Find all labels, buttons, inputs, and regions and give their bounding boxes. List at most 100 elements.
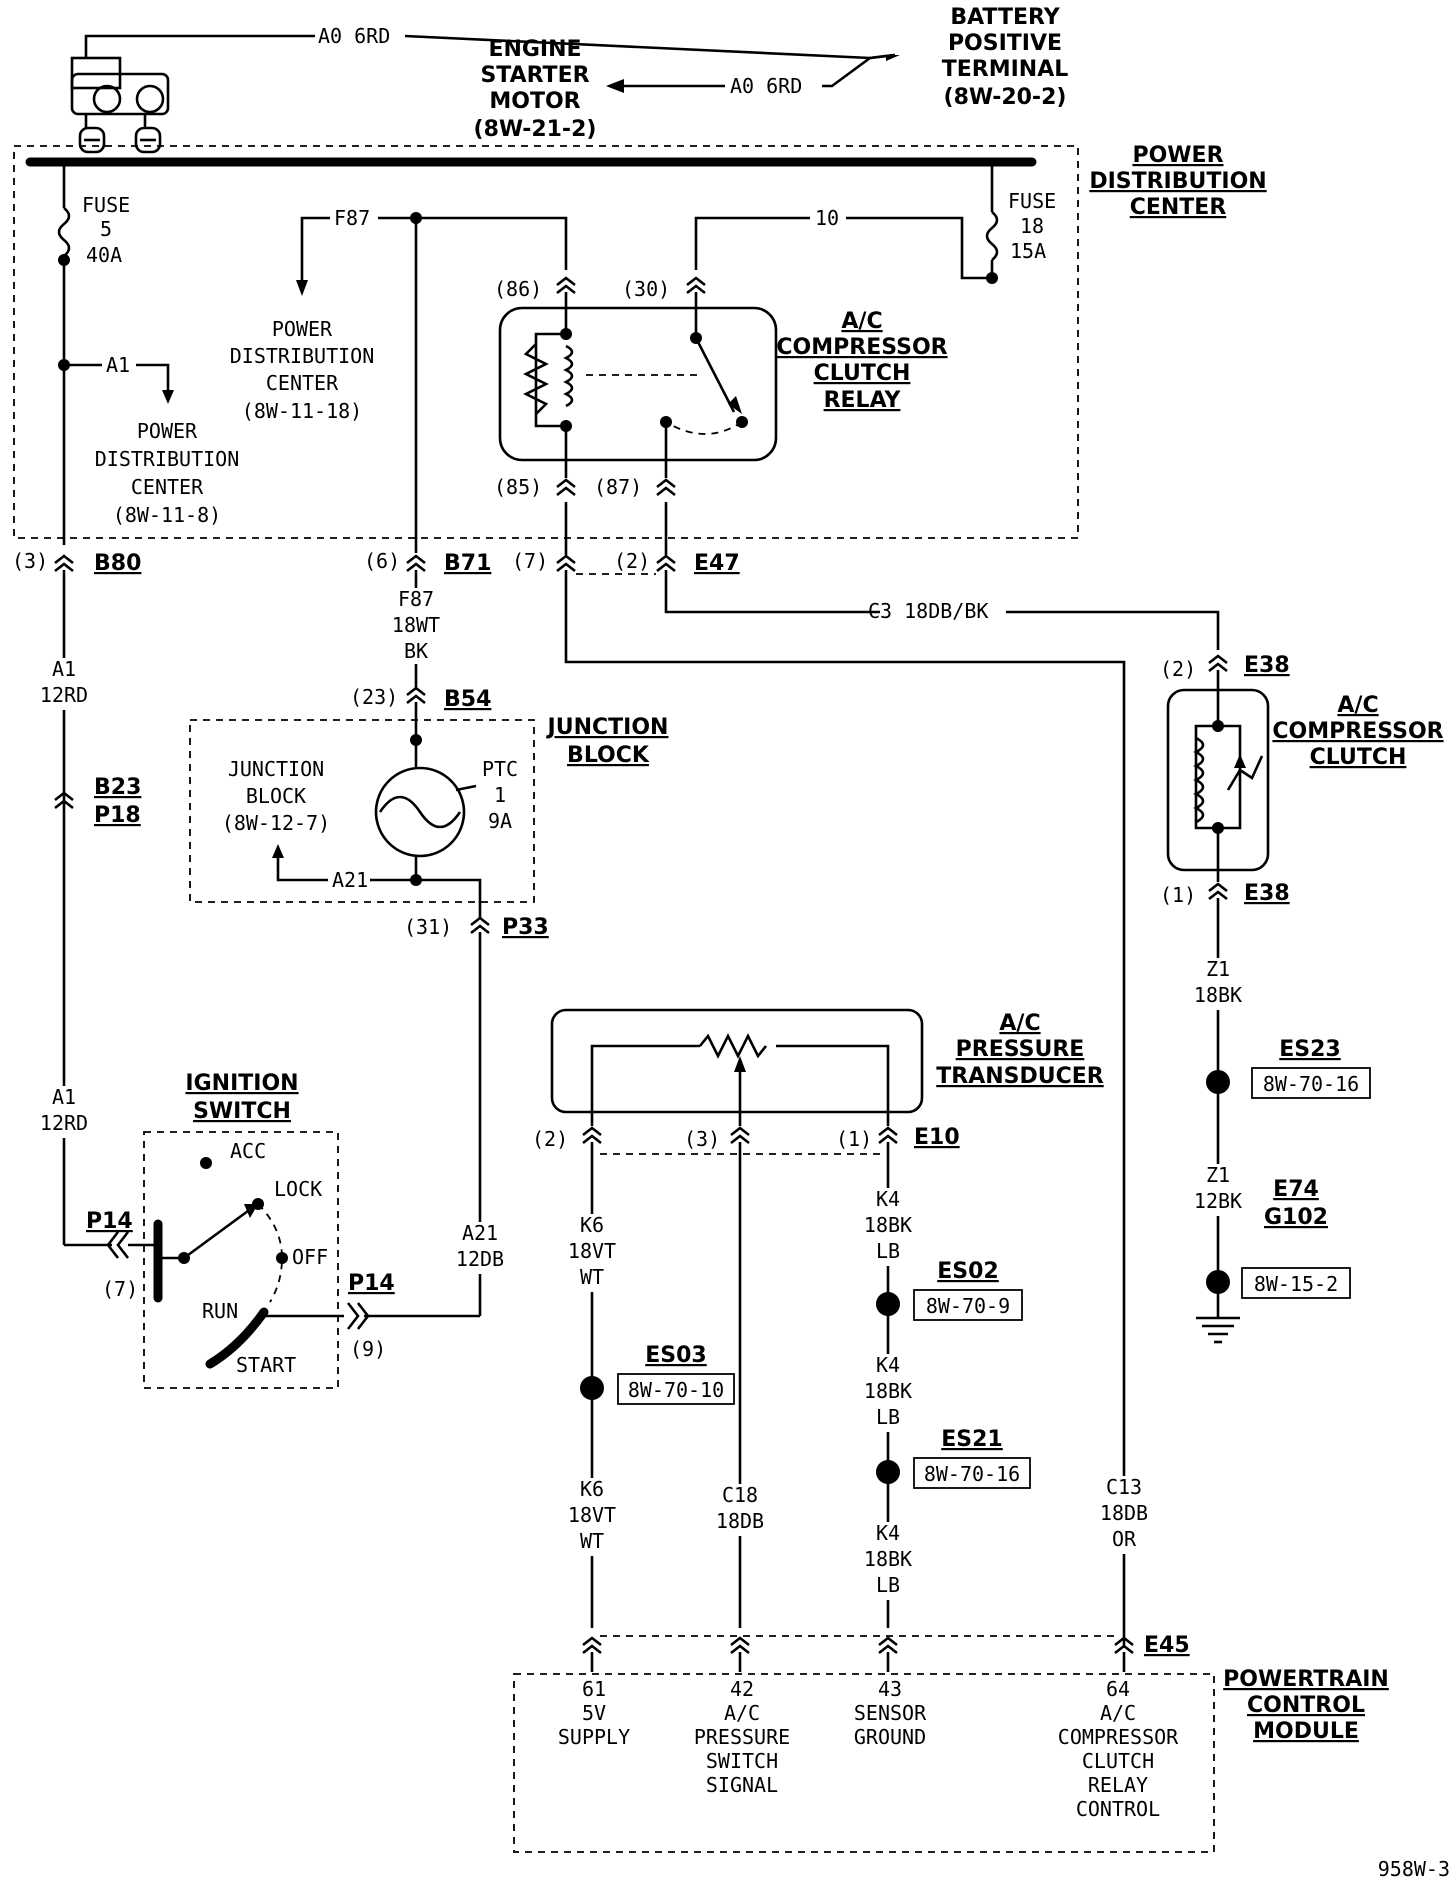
svg-text:G102: G102 bbox=[1264, 1205, 1328, 1230]
svg-text:18BK: 18BK bbox=[1194, 983, 1242, 1007]
svg-text:A/C: A/C bbox=[1337, 693, 1378, 718]
ignition-start-label: START bbox=[236, 1353, 296, 1377]
svg-text:64: 64 bbox=[1106, 1677, 1130, 1701]
connector-b71 bbox=[405, 554, 427, 573]
ac-compressor-clutch-relay bbox=[498, 306, 778, 462]
svg-text:A/C: A/C bbox=[724, 1701, 760, 1725]
svg-text:CONTROL: CONTROL bbox=[1247, 1693, 1365, 1718]
svg-text:TRANSDUCER: TRANSDUCER bbox=[936, 1064, 1104, 1089]
ignition-acc-label: ACC bbox=[230, 1139, 266, 1163]
svg-text:P33: P33 bbox=[502, 915, 549, 940]
svg-text:LB: LB bbox=[876, 1239, 900, 1263]
svg-text:F87: F87 bbox=[398, 587, 434, 611]
svg-text:A/C: A/C bbox=[999, 1011, 1040, 1036]
svg-text:18: 18 bbox=[1020, 214, 1044, 238]
svg-text:E38: E38 bbox=[1244, 881, 1290, 906]
svg-text:(2): (2) bbox=[532, 1127, 568, 1151]
svg-text:Z1: Z1 bbox=[1206, 1163, 1230, 1187]
svg-text:RELAY: RELAY bbox=[1088, 1773, 1148, 1797]
svg-text:(3): (3) bbox=[12, 549, 48, 573]
svg-text:CLUTCH: CLUTCH bbox=[814, 361, 911, 386]
svg-text:(1): (1) bbox=[1160, 883, 1196, 907]
svg-text:DISTRIBUTION: DISTRIBUTION bbox=[230, 344, 375, 368]
svg-text:BLOCK: BLOCK bbox=[567, 743, 650, 768]
svg-text:BK: BK bbox=[404, 639, 428, 663]
svg-text:LB: LB bbox=[876, 1573, 900, 1597]
svg-text:OR: OR bbox=[1112, 1527, 1137, 1551]
connector-p14-right: P14 bbox=[348, 1271, 395, 1296]
svg-text:18VT: 18VT bbox=[568, 1239, 616, 1263]
ignition-lock-label: LOCK bbox=[274, 1177, 322, 1201]
svg-text:(85): (85) bbox=[494, 475, 542, 499]
svg-text:JUNCTION: JUNCTION bbox=[546, 715, 669, 740]
svg-text:ES23: ES23 bbox=[1279, 1037, 1341, 1062]
svg-text:(8W-12-7): (8W-12-7) bbox=[222, 811, 330, 835]
svg-text:61: 61 bbox=[582, 1677, 606, 1701]
wire-10-label: 10 bbox=[815, 206, 839, 230]
splice-es02 bbox=[876, 1292, 900, 1316]
svg-text:(7): (7) bbox=[102, 1277, 138, 1301]
svg-text:SWITCH: SWITCH bbox=[193, 1099, 291, 1124]
svg-text:(8W-20-2): (8W-20-2) bbox=[944, 85, 1067, 110]
wire-c3 bbox=[664, 570, 880, 614]
svg-text:C3 18DB/BK: C3 18DB/BK bbox=[868, 599, 988, 623]
pdc-ref-a-label: POWER DISTRIBUTION CENTER (8W-11-18) bbox=[230, 317, 375, 423]
wire-a0-upper bbox=[84, 34, 315, 58]
svg-text:ES03: ES03 bbox=[645, 1343, 707, 1368]
svg-text:A1: A1 bbox=[52, 1085, 76, 1109]
svg-text:12DB: 12DB bbox=[456, 1247, 504, 1271]
svg-text:C18: C18 bbox=[722, 1483, 758, 1507]
engine-starter-label: ENGINE STARTER MOTOR (8W-21-2) bbox=[474, 37, 597, 142]
svg-text:E47: E47 bbox=[694, 551, 740, 576]
svg-text:12BK: 12BK bbox=[1194, 1189, 1242, 1213]
svg-text:DISTRIBUTION: DISTRIBUTION bbox=[95, 447, 240, 471]
wire-a0-lower-label: A0 6RD bbox=[730, 74, 802, 98]
svg-text:TERMINAL: TERMINAL bbox=[942, 57, 1069, 82]
pressure-transducer-title: A/C PRESSURE TRANSDUCER bbox=[936, 1011, 1104, 1089]
arrow-to-starter-icon bbox=[606, 79, 624, 93]
svg-text:CENTER: CENTER bbox=[1130, 195, 1227, 220]
connector-p14-left: P14 bbox=[86, 1209, 133, 1234]
connector-e38-top bbox=[1207, 654, 1229, 673]
connector-b54 bbox=[405, 686, 427, 705]
svg-text:WT: WT bbox=[580, 1529, 604, 1553]
svg-text:(23): (23) bbox=[350, 685, 398, 709]
ignition-switch-boundary bbox=[143, 1131, 339, 1389]
svg-text:(1): (1) bbox=[836, 1127, 872, 1151]
svg-text:ES21: ES21 bbox=[941, 1427, 1003, 1452]
svg-text:40A: 40A bbox=[86, 243, 122, 267]
svg-text:CLUTCH: CLUTCH bbox=[1082, 1749, 1154, 1773]
ac-pressure-transducer bbox=[550, 1008, 924, 1114]
svg-text:BLOCK: BLOCK bbox=[246, 784, 306, 808]
junction-block-ref-label: JUNCTION BLOCK (8W-12-7) bbox=[222, 757, 330, 835]
svg-text:POWER: POWER bbox=[137, 419, 198, 443]
svg-text:(86): (86) bbox=[494, 277, 542, 301]
pdc-ref-b-label: POWER DISTRIBUTION CENTER (8W-11-8) bbox=[95, 419, 240, 527]
svg-text:(8W-11-18): (8W-11-18) bbox=[242, 399, 362, 423]
svg-text:A/C: A/C bbox=[841, 309, 882, 334]
svg-text:MOTOR: MOTOR bbox=[489, 89, 580, 114]
connector-e10-pin2 bbox=[581, 1126, 603, 1145]
svg-text:42: 42 bbox=[730, 1677, 754, 1701]
svg-text:A1: A1 bbox=[52, 657, 76, 681]
connector-e47-pin7 bbox=[555, 554, 577, 573]
svg-text:18BK: 18BK bbox=[864, 1379, 912, 1403]
junction-block-title: JUNCTION BLOCK bbox=[546, 715, 669, 768]
wire-a0-upper-label: A0 6RD bbox=[318, 24, 390, 48]
ignition-run-start-contact bbox=[205, 1307, 269, 1369]
figure-id: 958W-3 bbox=[1378, 1857, 1450, 1881]
relay-switch-arm bbox=[694, 337, 736, 413]
svg-text:BATTERY: BATTERY bbox=[950, 5, 1060, 30]
relay-pin-87-connector bbox=[655, 478, 677, 497]
pdc-title: POWER DISTRIBUTION CENTER bbox=[1089, 143, 1266, 220]
svg-text:POSITIVE: POSITIVE bbox=[948, 31, 1062, 56]
fuse-5-label: FUSE bbox=[82, 193, 130, 217]
relay-coil-icon bbox=[523, 343, 549, 415]
svg-text:K4: K4 bbox=[876, 1353, 900, 1377]
svg-text:MODULE: MODULE bbox=[1253, 1719, 1359, 1744]
svg-text:(7): (7) bbox=[512, 549, 548, 573]
svg-text:18WT: 18WT bbox=[392, 613, 440, 637]
svg-text:SWITCH: SWITCH bbox=[706, 1749, 778, 1773]
svg-text:18DB: 18DB bbox=[1100, 1501, 1148, 1525]
svg-text:(87): (87) bbox=[594, 475, 642, 499]
